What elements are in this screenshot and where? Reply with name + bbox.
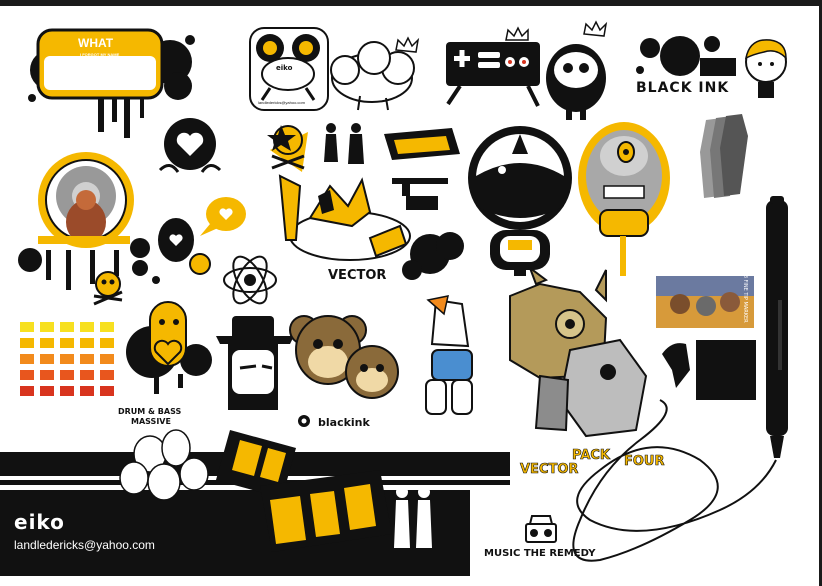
banner-email: landledericks@yahoo.com [14, 538, 155, 552]
window-right-border [819, 0, 822, 586]
shadow-silhouettes [700, 114, 748, 198]
black-ink-splatter [636, 36, 736, 76]
blob-creatures [132, 218, 211, 284]
badge-logo: eiko [276, 64, 293, 72]
hat-guy [216, 316, 294, 410]
window-top-border [0, 0, 822, 6]
drum-bass-line2: MASSIVE [131, 417, 171, 426]
eiko-badge-character [249, 27, 329, 111]
headphone-cable [572, 399, 777, 562]
boombox-icon [525, 515, 557, 543]
gray-robot [578, 122, 670, 276]
cloud-character [330, 36, 420, 111]
marker-pen [766, 196, 788, 458]
space-invaders-grid [20, 322, 114, 396]
banner-logo: eiko [14, 510, 65, 534]
photo-thumbnail [656, 276, 754, 328]
vector-pack-word3: FOUR [624, 454, 665, 470]
yellow-hair-kid [744, 39, 787, 98]
vector-arrow-logo [278, 174, 464, 280]
vector-pack-word1: VECTOR [520, 462, 579, 478]
blackink-logo-text: blackink [318, 416, 370, 429]
graffiti-tag [384, 128, 460, 160]
blackink-logo-mark [298, 415, 310, 427]
vector-label: VECTOR [328, 268, 387, 283]
small-skull [93, 271, 123, 306]
black-box-figure [662, 340, 756, 400]
skull-crossbones-star [267, 125, 308, 172]
drum-bass-line1: DRUM & BASS [118, 407, 182, 416]
helmet-character [468, 126, 572, 276]
orange-robot [425, 295, 473, 415]
gear-monk-circle [18, 152, 150, 290]
atom-skull [223, 255, 277, 305]
heart-pill-character [126, 301, 212, 394]
crowd-sketch [119, 429, 209, 501]
rifle-graphic [392, 178, 448, 210]
speech-bubble-heart [200, 197, 246, 236]
name-tag-subtitle: I FORGOT MY NAME [80, 52, 120, 57]
gamepad-character [446, 26, 540, 107]
marker-label: 0.8 FINE TIP MARKER [742, 270, 748, 323]
monkey-pair [289, 315, 399, 399]
graffiti-eiko-blocks [216, 430, 392, 552]
skull-character [546, 20, 608, 120]
dancer-silhouettes [324, 123, 364, 164]
badge-email: landledericks@yahoo.com [258, 100, 305, 105]
name-tag-title: WHAT [78, 36, 114, 50]
music-label: MUSIC THE REMEDY [484, 548, 596, 559]
band-silhouettes [394, 486, 432, 548]
mech-robots [509, 265, 648, 438]
heart-circle [158, 118, 222, 173]
name-tag-sticker [28, 28, 195, 138]
vector-pack-word2: PACK [572, 448, 611, 464]
black-ink-title: BLACK INK [636, 80, 730, 96]
